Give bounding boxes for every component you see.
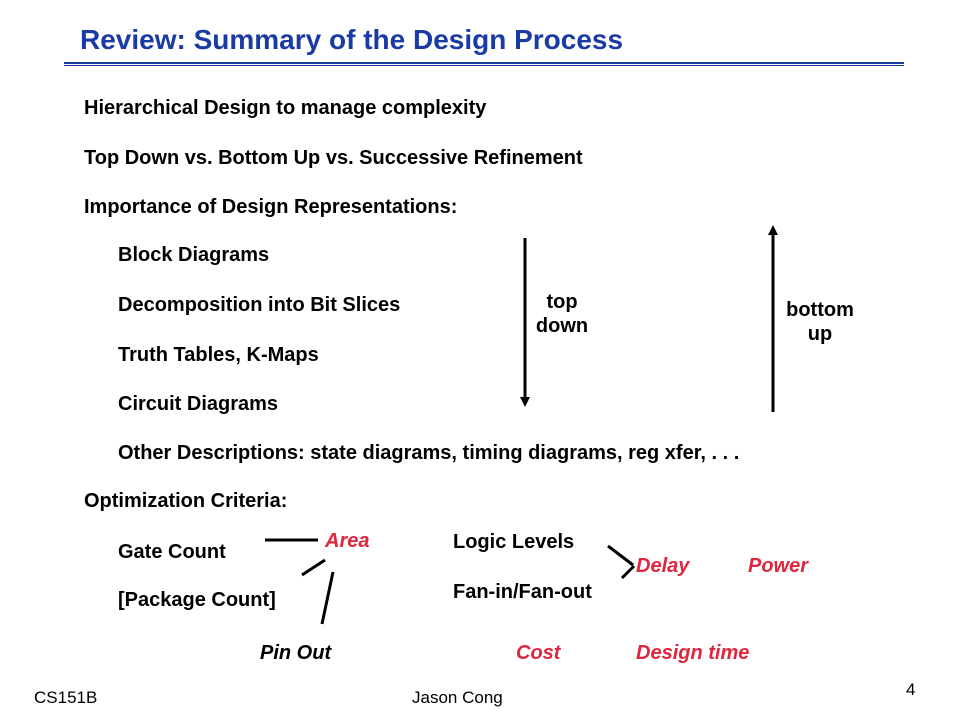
sub-bullet-other-descriptions: Other Descriptions: state diagrams, timi… [118, 442, 740, 464]
criteria-logic-levels: Logic Levels [453, 531, 575, 553]
pin-out-to-area-line [320, 571, 335, 625]
sub-bullet-package-count: [Package Count] [118, 589, 276, 611]
criteria-cost: Cost [516, 642, 561, 664]
logic-levels-to-delay-line [607, 544, 634, 567]
criteria-pin-out: Pin Out [260, 642, 332, 664]
criteria-area: Area [325, 530, 370, 552]
fan-in-out-to-delay-line [620, 564, 636, 580]
sub-bullet-gate-count: Gate Count [118, 541, 226, 563]
bullet-optimization: Optimization Criteria: [84, 490, 288, 512]
sub-bullet-circuit-diagrams: Circuit Diagrams [118, 393, 279, 415]
footer-author: Jason Cong [412, 688, 503, 707]
sub-bullet-decomposition: Decomposition into Bit Slices [118, 294, 401, 316]
sub-bullet-block-diagrams: Block Diagrams [118, 244, 270, 266]
bottom-up-label-line2: up [807, 323, 833, 345]
title-underline [64, 62, 904, 66]
bottom-up-label-line1: bottom [786, 299, 854, 321]
top-down-label-line2: down [535, 315, 589, 337]
sub-bullet-truth-tables: Truth Tables, K-Maps [118, 344, 319, 366]
footer-course: CS151B [34, 688, 98, 707]
bullet-importance: Importance of Design Representations: [84, 196, 458, 218]
footer-page-number: 4 [906, 680, 916, 699]
criteria-power: Power [748, 555, 809, 577]
criteria-design-time: Design time [636, 642, 750, 664]
top-down-label-line1: top [546, 291, 578, 313]
bullet-hierarchical: Hierarchical Design to manage complexity [84, 97, 487, 119]
slide-title: Review: Summary of the Design Process [80, 24, 624, 55]
criteria-delay: Delay [636, 555, 690, 577]
criteria-fan-in-out: Fan-in/Fan-out [453, 581, 592, 603]
package-count-to-area-line [301, 558, 326, 577]
bullet-top-down-vs: Top Down vs. Bottom Up vs. Successive Re… [84, 147, 583, 169]
